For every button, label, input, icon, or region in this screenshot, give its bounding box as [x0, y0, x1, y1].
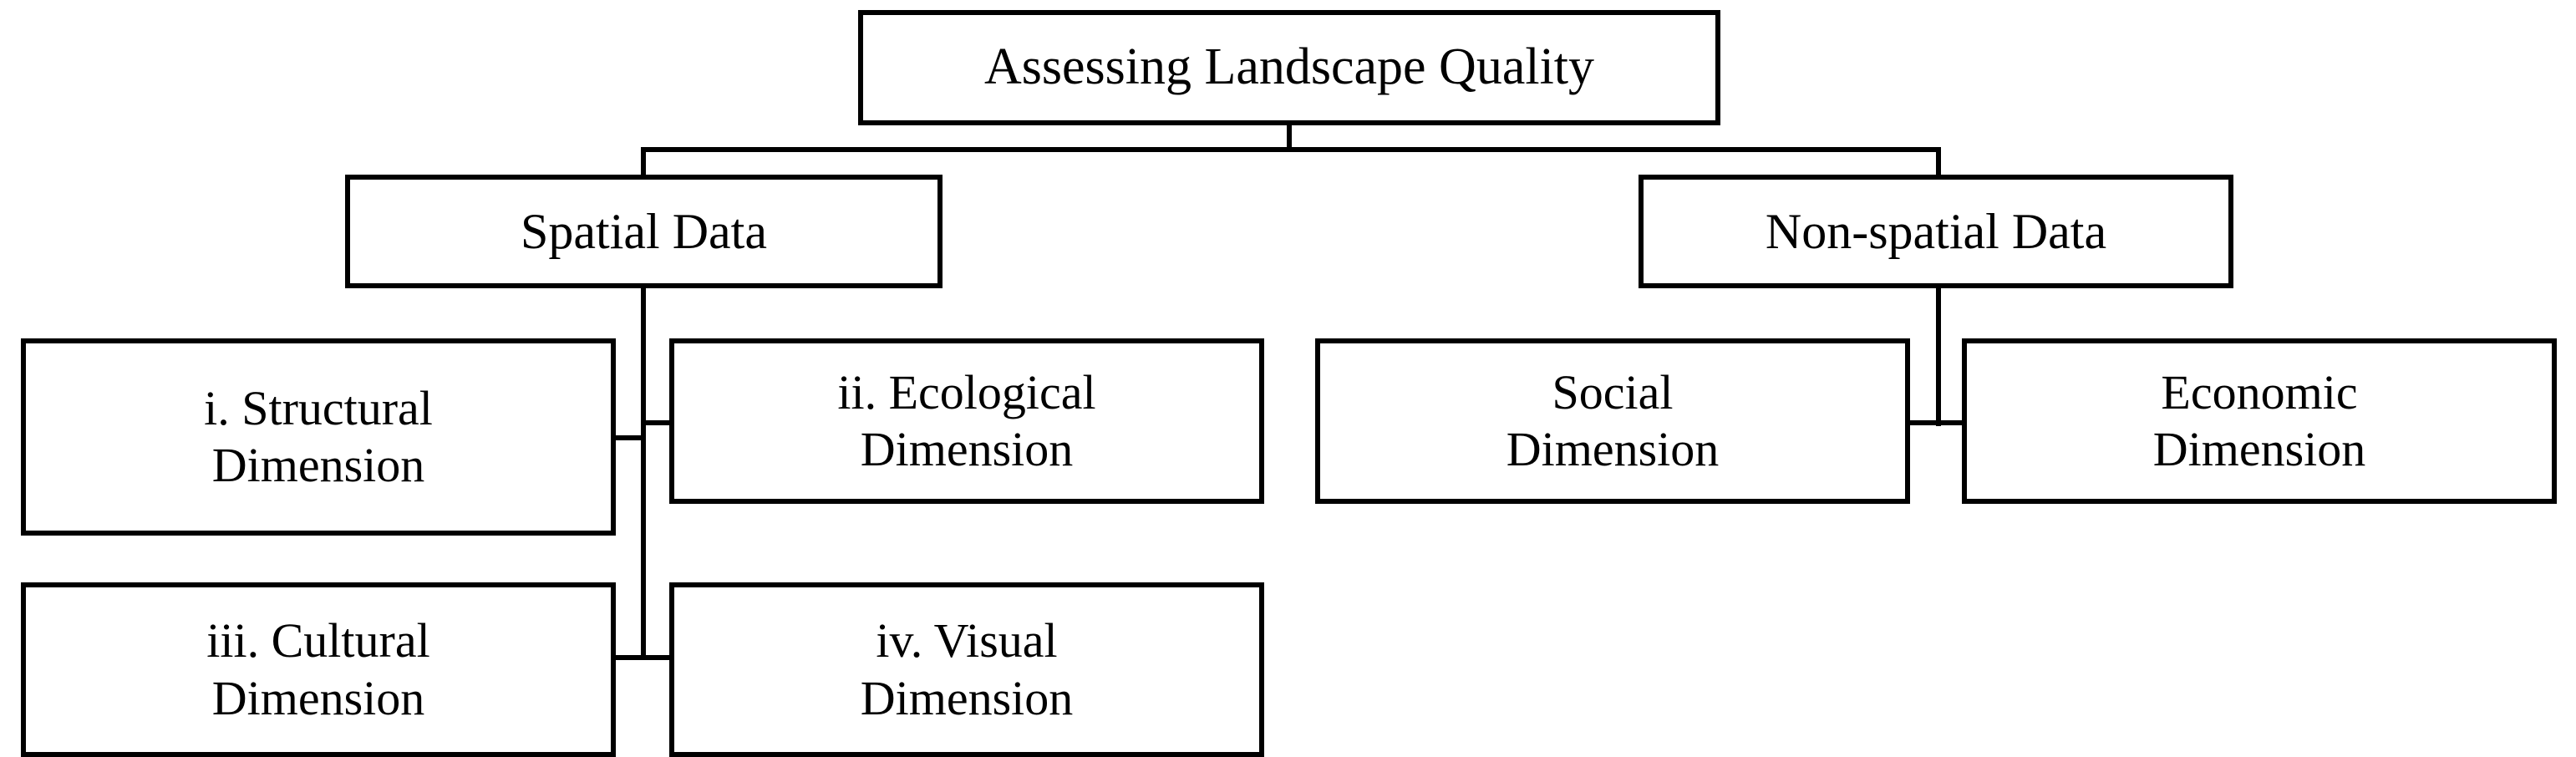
connector-non-spatial-to-economic — [1936, 420, 1969, 425]
node-root-label: Assessing Landscape Quality — [983, 38, 1595, 96]
node-structural-dimension-line2: Dimension — [211, 438, 425, 492]
connector-spatial-to-cultural — [611, 655, 646, 660]
connector-spatial-to-ecological — [641, 420, 674, 425]
node-ecological-dimension-line1: ii. Ecological — [837, 364, 1096, 419]
connector-spatial-to-visual — [641, 655, 674, 660]
node-ecological-dimension-line2: Dimension — [860, 422, 1074, 476]
node-economic-dimension[interactable]: Economic Dimension — [1962, 338, 2557, 504]
node-social-dimension[interactable]: Social Dimension — [1315, 338, 1910, 504]
connector-root-bus — [641, 147, 1941, 152]
node-ecological-dimension[interactable]: ii. Ecological Dimension — [669, 338, 1264, 504]
node-visual-dimension-label: iv. Visual Dimension — [674, 612, 1259, 727]
connector-spatial-trunk — [641, 284, 646, 660]
node-economic-dimension-label: Economic Dimension — [1967, 364, 2552, 479]
connector-root-to-non-spatial — [1936, 147, 1941, 180]
node-spatial-data[interactable]: Spatial Data — [345, 175, 943, 288]
node-cultural-dimension-line2: Dimension — [211, 670, 425, 725]
node-cultural-dimension-label: iii. Cultural Dimension — [26, 612, 611, 727]
node-structural-dimension-label: i. Structural Dimension — [26, 380, 611, 495]
node-economic-dimension-line1: Economic — [2161, 364, 2358, 419]
node-root-assessing-landscape-quality[interactable]: Assessing Landscape Quality — [858, 10, 1720, 125]
node-cultural-dimension-line1: iii. Cultural — [206, 613, 430, 668]
node-social-dimension-line1: Social — [1552, 364, 1674, 419]
node-economic-dimension-line2: Dimension — [2152, 422, 2366, 476]
node-visual-dimension-line1: iv. Visual — [876, 613, 1058, 668]
node-cultural-dimension[interactable]: iii. Cultural Dimension — [21, 582, 616, 757]
connector-root-to-spatial — [641, 147, 646, 180]
node-structural-dimension[interactable]: i. Structural Dimension — [21, 338, 616, 536]
node-spatial-data-label: Spatial Data — [521, 203, 767, 259]
node-social-dimension-line2: Dimension — [1506, 422, 1720, 476]
connector-non-spatial-trunk — [1936, 284, 1941, 426]
node-visual-dimension-line2: Dimension — [860, 670, 1074, 725]
node-non-spatial-data-label: Non-spatial Data — [1765, 203, 2107, 259]
connector-non-spatial-to-social — [1904, 420, 1941, 425]
node-ecological-dimension-label: ii. Ecological Dimension — [674, 364, 1259, 479]
node-visual-dimension[interactable]: iv. Visual Dimension — [669, 582, 1264, 757]
connector-root-stem — [1287, 119, 1292, 152]
node-structural-dimension-line1: i. Structural — [204, 380, 433, 435]
connector-spatial-to-structural — [611, 435, 646, 440]
node-non-spatial-data[interactable]: Non-spatial Data — [1639, 175, 2233, 288]
node-social-dimension-label: Social Dimension — [1320, 364, 1905, 479]
